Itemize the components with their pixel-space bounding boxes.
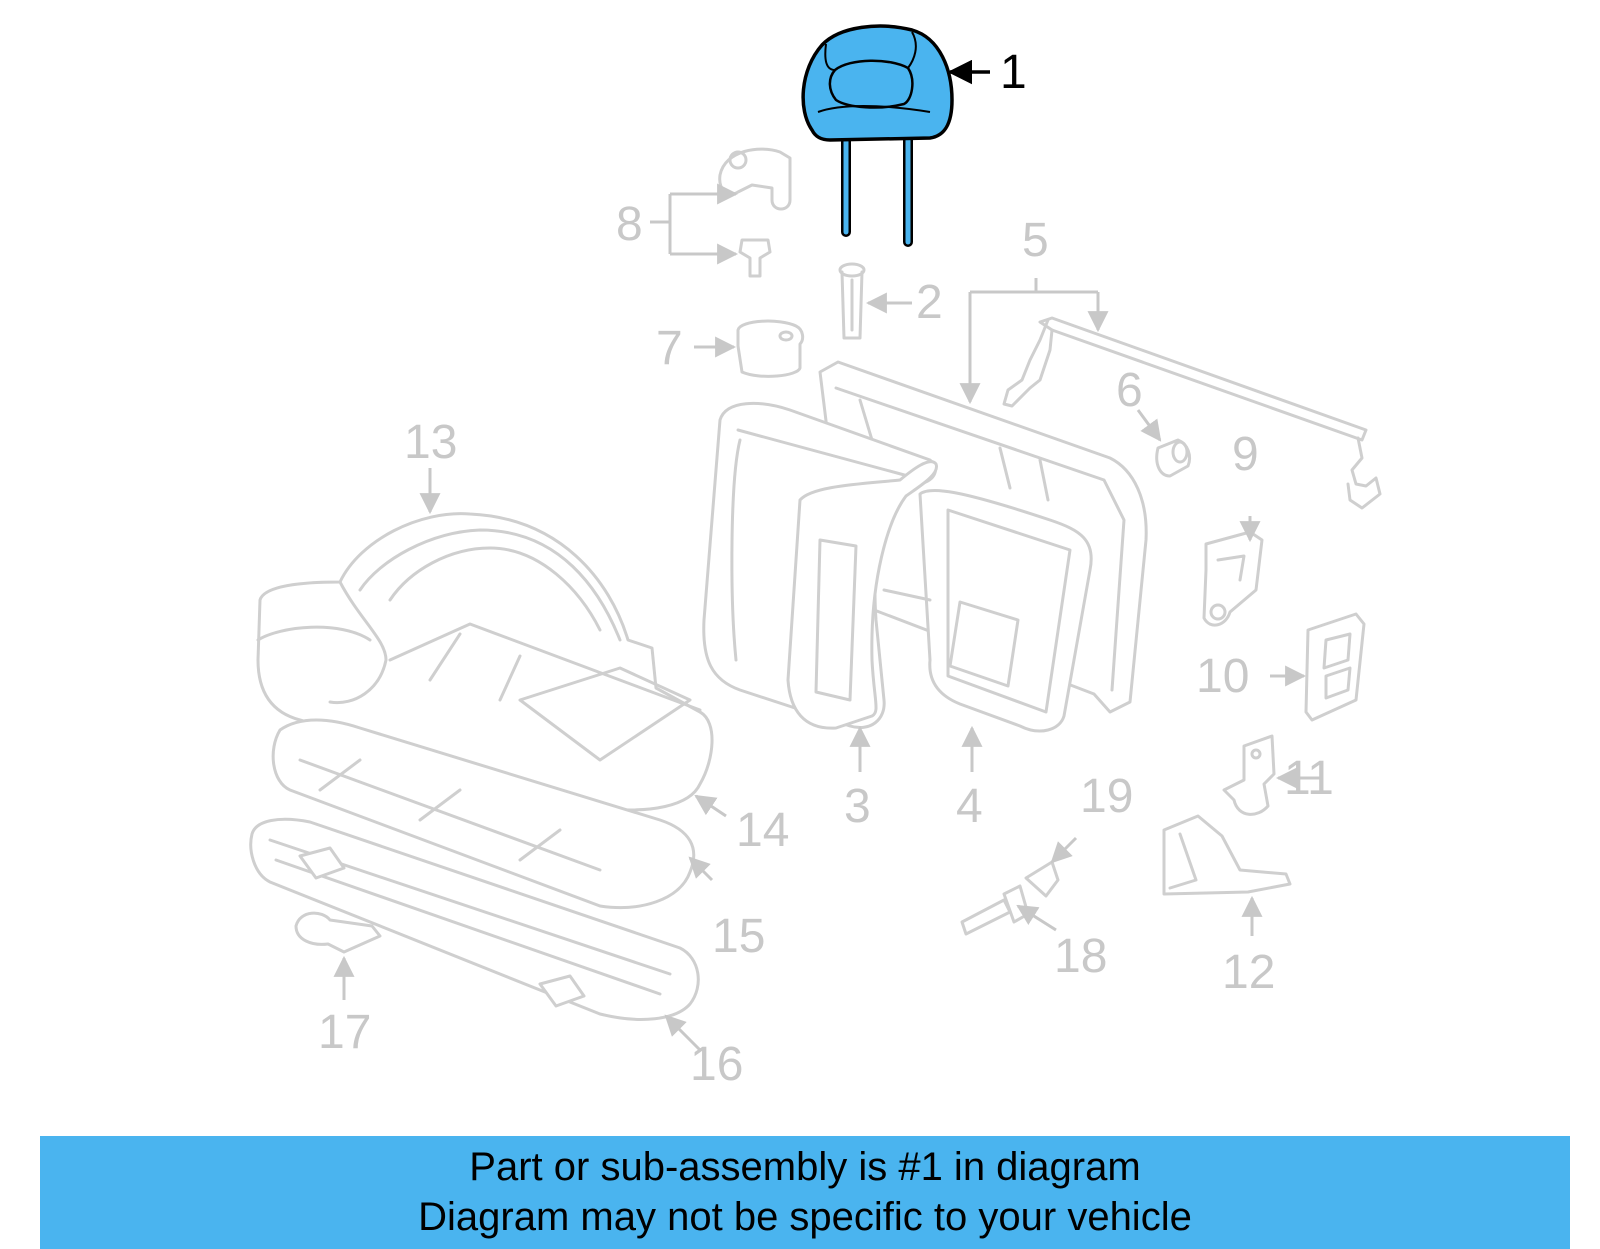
callout-17[interactable]: 17 (318, 1006, 371, 1059)
callout-5[interactable]: 5 (1022, 214, 1049, 267)
callout-6[interactable]: 6 (1116, 364, 1143, 417)
hinge-part-11[interactable] (1222, 734, 1322, 816)
frame-part-5[interactable] (959, 278, 1382, 510)
callout-13[interactable]: 13 (404, 416, 457, 469)
callout-4[interactable]: 4 (956, 780, 983, 833)
callout-14[interactable]: 14 (736, 804, 789, 857)
callout-7[interactable]: 7 (656, 322, 683, 375)
callout-18[interactable]: 18 (1054, 930, 1107, 983)
bolt-part-19[interactable] (1024, 836, 1078, 898)
bracket-part-9[interactable] (1202, 516, 1264, 627)
seatback-cover-part-3[interactable] (702, 401, 938, 772)
callout-8[interactable]: 8 (616, 198, 643, 251)
cover-part-10[interactable] (1270, 612, 1366, 722)
cap-part-7[interactable] (694, 319, 805, 378)
callout-3[interactable]: 3 (844, 780, 871, 833)
callout-1[interactable]: 1 (1000, 46, 1027, 99)
frame-part-16[interactable] (249, 817, 702, 1052)
info-banner: Part or sub-assembly is #1 in diagram Di… (40, 1136, 1570, 1249)
banner-line-1: Part or sub-assembly is #1 in diagram (469, 1145, 1141, 1189)
bumper-part-6[interactable] (1136, 409, 1192, 478)
callout-2[interactable]: 2 (916, 276, 943, 329)
sleeve-part-2[interactable] (838, 262, 912, 340)
headrest-part-1[interactable] (801, 24, 954, 247)
pad-part-15[interactable] (271, 718, 727, 909)
banner-line-2: Diagram may not be specific to your vehi… (418, 1195, 1192, 1239)
callout-10[interactable]: 10 (1196, 650, 1249, 703)
callout-9[interactable]: 9 (1232, 428, 1259, 481)
callout-11[interactable]: 11 (1284, 752, 1334, 805)
callout-19[interactable]: 19 (1080, 770, 1133, 823)
guide-part-8[interactable] (650, 147, 792, 278)
callout-12[interactable]: 12 (1222, 946, 1275, 999)
callout-15[interactable]: 15 (712, 910, 765, 963)
clip-part-17[interactable] (294, 911, 382, 1000)
callout-16[interactable]: 16 (690, 1038, 743, 1091)
cover-part-12[interactable] (1162, 814, 1292, 936)
bolt-part-18[interactable] (960, 884, 1057, 936)
